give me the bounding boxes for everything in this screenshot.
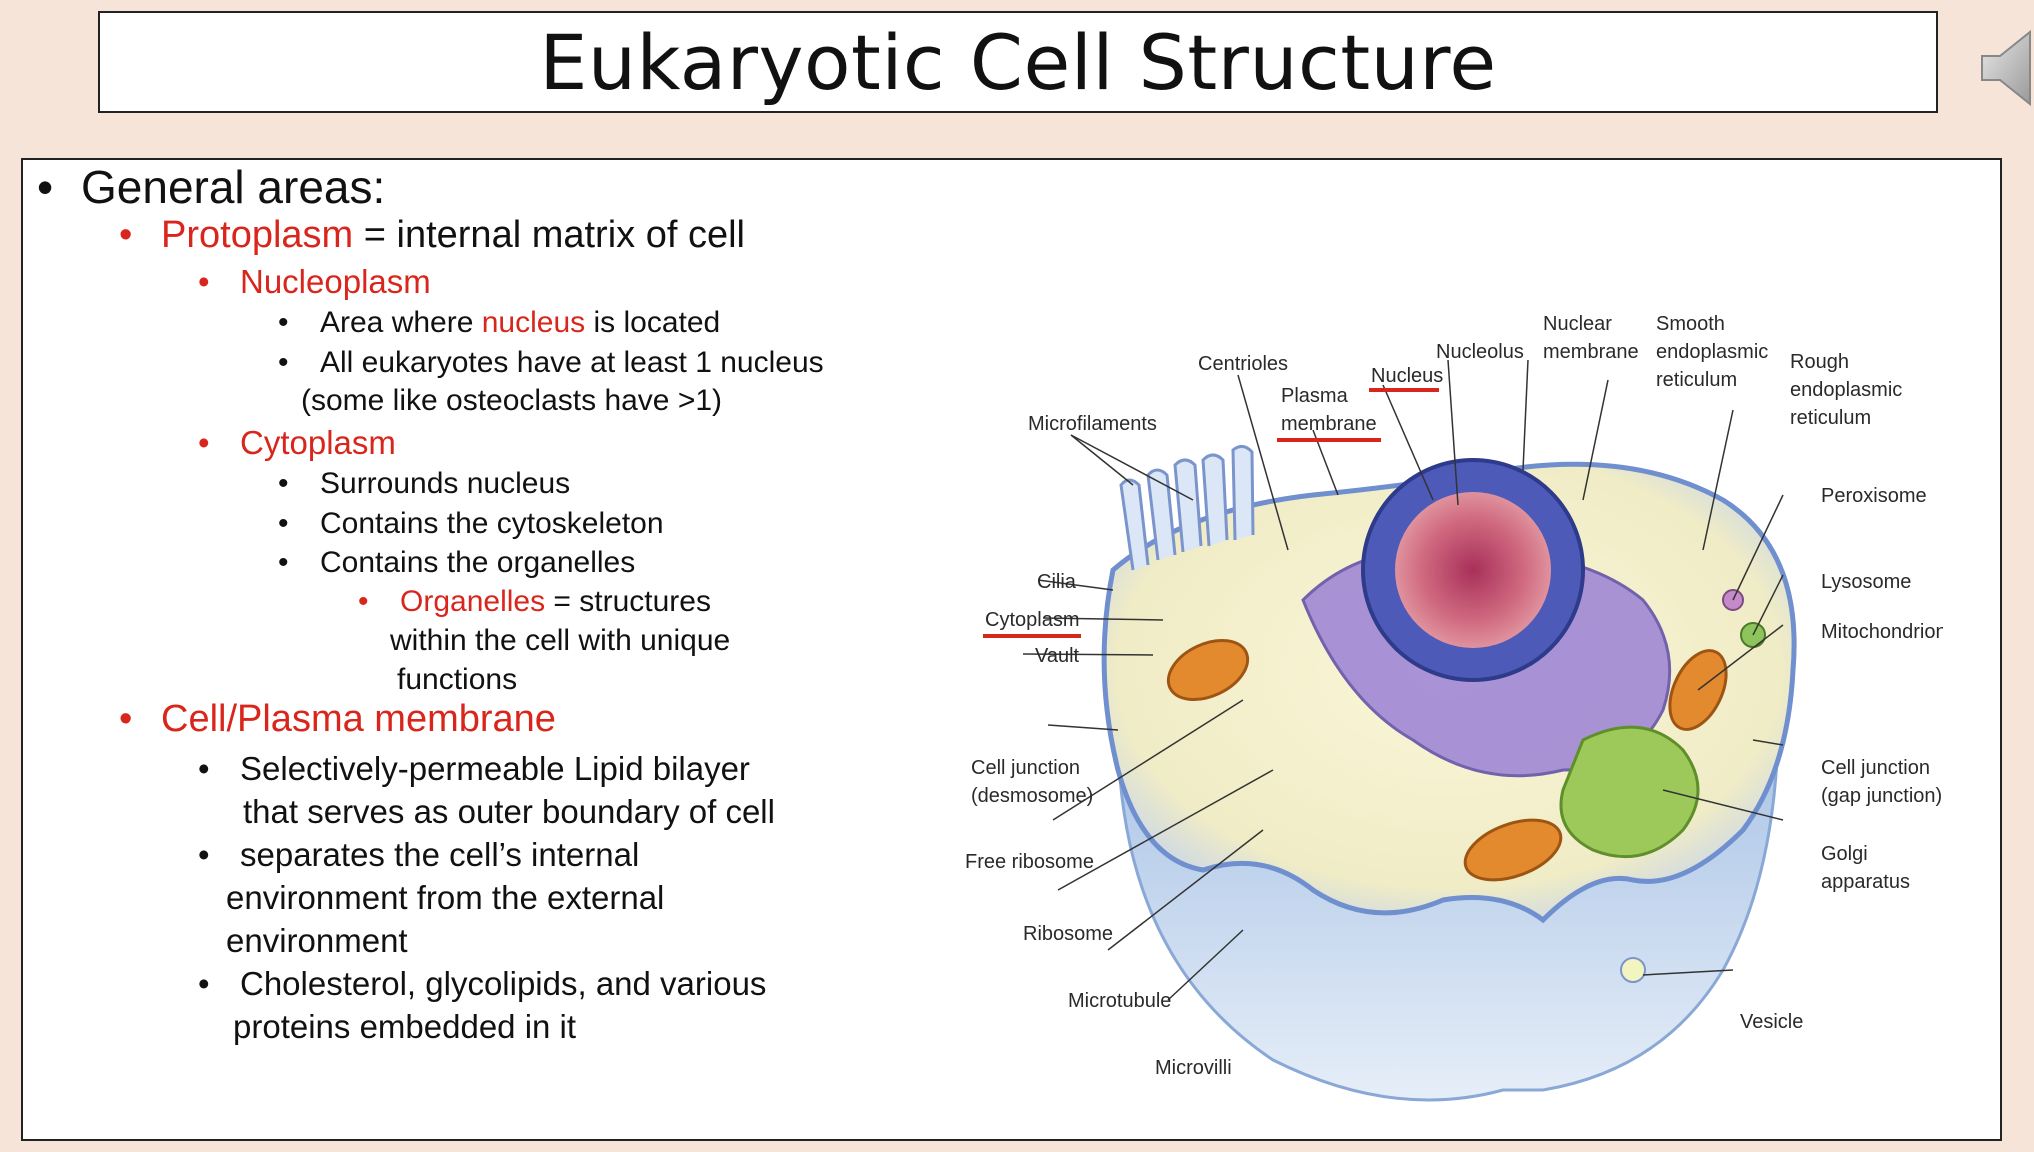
label-cell-junction-right-2: (gap junction) [1821,785,1942,807]
outline-protoplasm: •Protoplasm = internal matrix of cell [119,214,745,256]
label-microfilaments: Microfilaments [1028,413,1157,435]
membrane-bullet-1: •Selectively-permeable Lipid bilayer [198,750,750,787]
organelles-cont-1: within the cell with unique [390,624,731,657]
microfilament-projections [1119,445,1255,571]
membrane-bullet-2: •separates the cell’s internal [198,836,640,873]
label-plasma-membrane-2: membrane [1281,413,1377,435]
speaker-icon[interactable] [1978,28,2034,108]
nucleoplasm-bullet-2: •All eukaryotes have at least 1 nucleus [278,346,824,379]
label-nuclear-membrane-2: membrane [1543,341,1639,363]
label-free-ribosome: Free ribosome [965,851,1094,873]
label-vesicle: Vesicle [1740,1011,1803,1033]
outline-cytoplasm: •Cytoplasm [198,424,396,461]
label-nuclear-membrane-1: Nuclear [1543,313,1612,335]
label-microvilli: Microvilli [1155,1057,1232,1079]
label-peroxisome: Peroxisome [1821,485,1927,507]
mitochondrion-1 [1166,638,1250,702]
vesicle-shape [1620,957,1646,983]
cytoplasm-bullet-2: •Contains the cytoskeleton [278,507,664,540]
label-plasma-membrane-1: Plasma [1281,385,1349,407]
outline-nucleoplasm: •Nucleoplasm [198,263,431,300]
title-box: Eukaryotic Cell Structure [98,11,1938,113]
protoplasm-term: Protoplasm [161,214,354,256]
membrane-bullet-2-cont-2: environment [226,922,408,959]
organelles-bullet: •Organelles = structures [358,585,711,618]
nucleoplasm-bullet-1: •Area where nucleus is located [278,306,721,339]
label-golgi-2: apparatus [1821,871,1910,893]
label-smooth-er-2: endoplasmic [1656,341,1768,363]
label-centrioles: Centrioles [1198,353,1288,375]
membrane-bullet-2-cont-1: environment from the external [226,879,665,916]
membrane-bullet-1-cont: that serves as outer boundary of cell [243,793,775,830]
nucleoplasm-bullet-2-cont: (some like osteoclasts have >1) [301,384,723,417]
label-smooth-er-3: reticulum [1656,369,1737,391]
label-rough-er-1: Rough [1790,351,1849,373]
label-golgi-1: Golgi [1821,843,1868,865]
label-nucleolus: Nucleolus [1436,341,1524,363]
outline-general: •General areas: [37,161,386,213]
membrane-bullet-3: •Cholesterol, glycolipids, and various [198,965,767,1002]
cell-diagram: Centrioles Nucleolus Nuclear membrane Sm… [965,313,1943,1102]
label-cilia: Cilia [1037,571,1077,593]
label-vault: Vault [1035,645,1080,667]
outline: •General areas: •Protoplasm = internal m… [23,160,923,1060]
label-lysosome: Lysosome [1821,571,1911,593]
leader-lines [1022,359,1784,1001]
mitochondrion-3 [1463,818,1563,882]
diagram-labels: Centrioles Nucleolus Nuclear membrane Sm… [965,313,1943,1079]
label-rough-er-3: reticulum [1790,407,1871,429]
content-box: •General areas: •Protoplasm = internal m… [21,158,2002,1141]
cytoplasm-bullet-1: •Surrounds nucleus [278,467,571,500]
slide-title: Eukaryotic Cell Structure [539,17,1497,107]
label-nucleus: Nucleus [1371,365,1443,387]
golgi-shape [1559,725,1700,859]
label-mitochondrion: Mitochondrion [1821,621,1943,643]
label-cytoplasm: Cytoplasm [985,609,1079,631]
outline-membrane: •Cell/Plasma membrane [119,698,556,740]
membrane-bullet-3-cont: proteins embedded in it [233,1008,577,1045]
organelles-cont-2: functions [397,663,518,696]
label-rough-er-2: endoplasmic [1790,379,1902,401]
nucleolus-shape [1395,492,1551,648]
label-ribosome: Ribosome [1023,923,1113,945]
label-cell-junction-left-1: Cell junction [971,757,1080,779]
label-cell-junction-left-2: (desmosome) [971,785,1093,807]
label-smooth-er-1: Smooth [1656,313,1725,335]
label-cell-junction-right-1: Cell junction [1821,757,1930,779]
cytoplasm-bullet-3: •Contains the organelles [278,546,636,579]
label-microtubule: Microtubule [1068,990,1171,1012]
